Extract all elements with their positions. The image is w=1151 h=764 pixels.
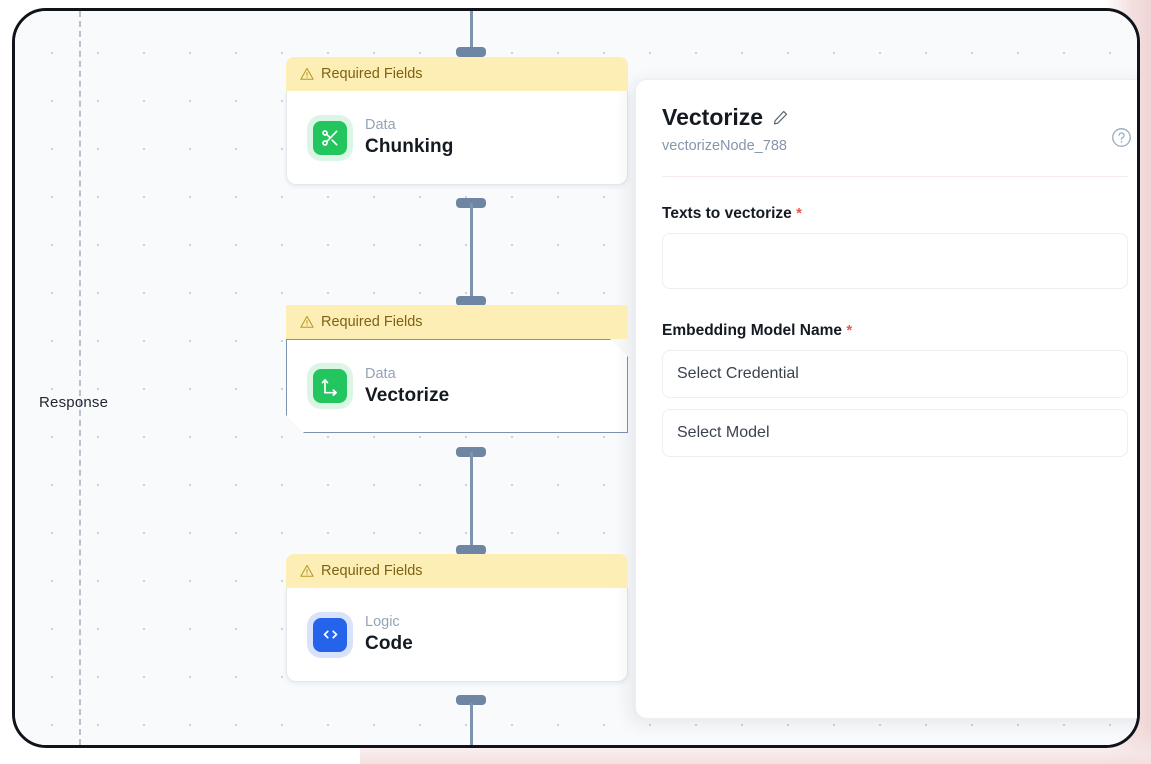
connector-handle-code-in[interactable] bbox=[456, 545, 486, 555]
node-body-code[interactable]: Logic Code bbox=[286, 588, 628, 682]
connector-line-chunking-vectorize bbox=[470, 203, 473, 303]
connector-line-vectorize-code bbox=[470, 452, 473, 552]
field-group-texts-to-vectorize: Texts to vectorize * bbox=[662, 205, 1128, 294]
select-model-value: Select Model bbox=[677, 424, 770, 441]
connector-line-bottom bbox=[470, 703, 473, 745]
vector-arrows-icon bbox=[313, 369, 347, 403]
node-id-label: vectorizeNode_788 bbox=[662, 138, 787, 154]
node-banner-label-vectorize: Required Fields bbox=[321, 314, 423, 330]
select-credential-value: Select Credential bbox=[677, 365, 799, 382]
field-label-text-embedding: Embedding Model Name bbox=[662, 322, 842, 339]
node-text-chunking: Data Chunking bbox=[365, 117, 453, 158]
node-banner-label-chunking: Required Fields bbox=[321, 66, 423, 82]
field-group-embedding-model-name: Embedding Model Name * Select Credential… bbox=[662, 322, 1128, 457]
node-required-banner-vectorize: Required Fields bbox=[286, 305, 628, 339]
node-required-banner-chunking: Required Fields bbox=[286, 57, 628, 91]
panel-header-divider bbox=[662, 176, 1128, 177]
warning-triangle-icon bbox=[300, 564, 314, 577]
node-properties-panel: Vectorize vectorizeNode_788 Texts to vec… bbox=[635, 79, 1137, 719]
node-body-vectorize[interactable]: Data Vectorize bbox=[286, 339, 628, 433]
connector-handle-chunking-in[interactable] bbox=[456, 47, 486, 57]
pencil-icon[interactable] bbox=[772, 109, 789, 126]
connector-handle-code-out[interactable] bbox=[456, 695, 486, 705]
field-label-text-texts: Texts to vectorize bbox=[662, 205, 792, 222]
panel-header: Vectorize bbox=[662, 104, 1128, 131]
window-frame: Response Required Fields bbox=[12, 8, 1140, 748]
connector-handle-vectorize-in[interactable] bbox=[456, 296, 486, 306]
node-category-code: Logic bbox=[365, 614, 400, 630]
canvas-lane-divider bbox=[79, 11, 81, 745]
node-text-code: Logic Code bbox=[365, 614, 413, 655]
node-title-vectorize: Vectorize bbox=[365, 384, 450, 406]
node-body-chunking[interactable]: Data Chunking bbox=[286, 91, 628, 185]
connector-line-top bbox=[470, 11, 473, 53]
node-category-chunking: Data bbox=[365, 117, 396, 133]
warning-triangle-icon bbox=[300, 315, 314, 328]
flow-node-vectorize[interactable]: Required Fields Data Vectorize bbox=[286, 305, 628, 433]
node-banner-label-code: Required Fields bbox=[321, 563, 423, 579]
flow-node-code[interactable]: Required Fields Logic Code bbox=[286, 554, 628, 682]
scissors-icon bbox=[313, 120, 347, 155]
field-label-embedding-model-name: Embedding Model Name * bbox=[662, 322, 1128, 340]
field-label-texts-to-vectorize: Texts to vectorize * bbox=[662, 205, 1128, 223]
required-marker: * bbox=[846, 322, 853, 339]
page-title: Vectorize bbox=[662, 104, 763, 130]
response-lane-label: Response bbox=[39, 394, 109, 411]
node-text-vectorize: Data Vectorize bbox=[365, 366, 449, 407]
question-circle-icon[interactable] bbox=[1111, 127, 1132, 148]
node-required-banner-code: Required Fields bbox=[286, 554, 628, 588]
flow-node-chunking[interactable]: Required Fields Data Chunking bbox=[286, 57, 628, 185]
texts-to-vectorize-input[interactable] bbox=[662, 233, 1128, 289]
required-marker: * bbox=[796, 205, 802, 222]
code-brackets-icon bbox=[313, 617, 347, 652]
select-credential-dropdown[interactable]: Select Credential bbox=[662, 350, 1128, 398]
node-category-vectorize: Data bbox=[365, 365, 396, 382]
warning-triangle-icon bbox=[300, 67, 314, 80]
select-model-dropdown[interactable]: Select Model bbox=[662, 409, 1128, 457]
node-title-chunking: Chunking bbox=[365, 136, 454, 157]
node-title-code: Code bbox=[365, 633, 413, 654]
